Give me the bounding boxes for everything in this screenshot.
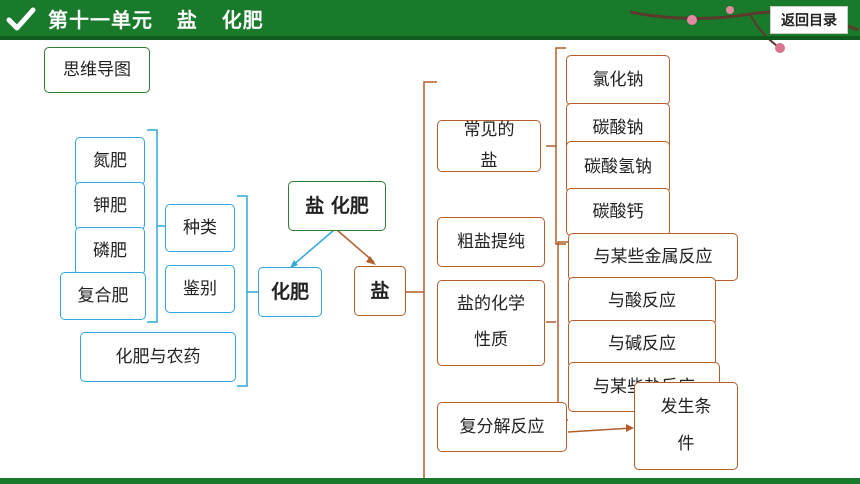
salt-sodium-chloride: 氯化钠 [566,55,670,105]
arrow-to-conditions [626,424,634,432]
salt-node: 盐 [354,266,406,316]
page-title: 第十一单元 盐 化肥 [48,8,264,32]
fertilizer-type-compound: 复合肥 [60,272,146,320]
property-base-reaction: 与碱反应 [568,320,716,368]
identify-node: 鉴别 [165,265,235,313]
fertilizer-node: 化肥 [258,267,322,317]
property-acid-reaction: 与酸反应 [568,277,716,325]
header-stripe [0,36,860,40]
common-salts-node: 常见的盐 [437,120,541,172]
conditions-node: 发生条件 [634,382,738,470]
arrow-to-salt [366,256,376,265]
header-bar: 第十一单元 盐 化肥 返回目录 [0,0,860,53]
footer-bar [0,478,860,484]
back-to-contents-button[interactable]: 返回目录 [770,6,848,34]
chemical-properties-node: 盐的化学性质 [437,280,545,366]
purification-node: 粗盐提纯 [437,217,545,267]
fertilizer-type-potassium: 钾肥 [75,182,145,230]
fertilizer-type-phosphorus: 磷肥 [75,227,145,275]
types-node: 种类 [165,204,235,252]
salt-sodium-bicarbonate: 碳酸氢钠 [566,141,670,193]
center-node: 盐 化肥 [288,181,386,231]
pesticide-node: 化肥与农药 [80,332,236,382]
checkmark-icon [6,7,36,31]
fertilizer-type-nitrogen: 氮肥 [75,137,145,185]
property-metal-reaction: 与某些金属反应 [568,233,738,281]
double-decomposition-node: 复分解反应 [437,402,567,452]
salt-calcium-carbonate: 碳酸钙 [566,188,670,236]
mindmap-label: 思维导图 [44,47,150,93]
